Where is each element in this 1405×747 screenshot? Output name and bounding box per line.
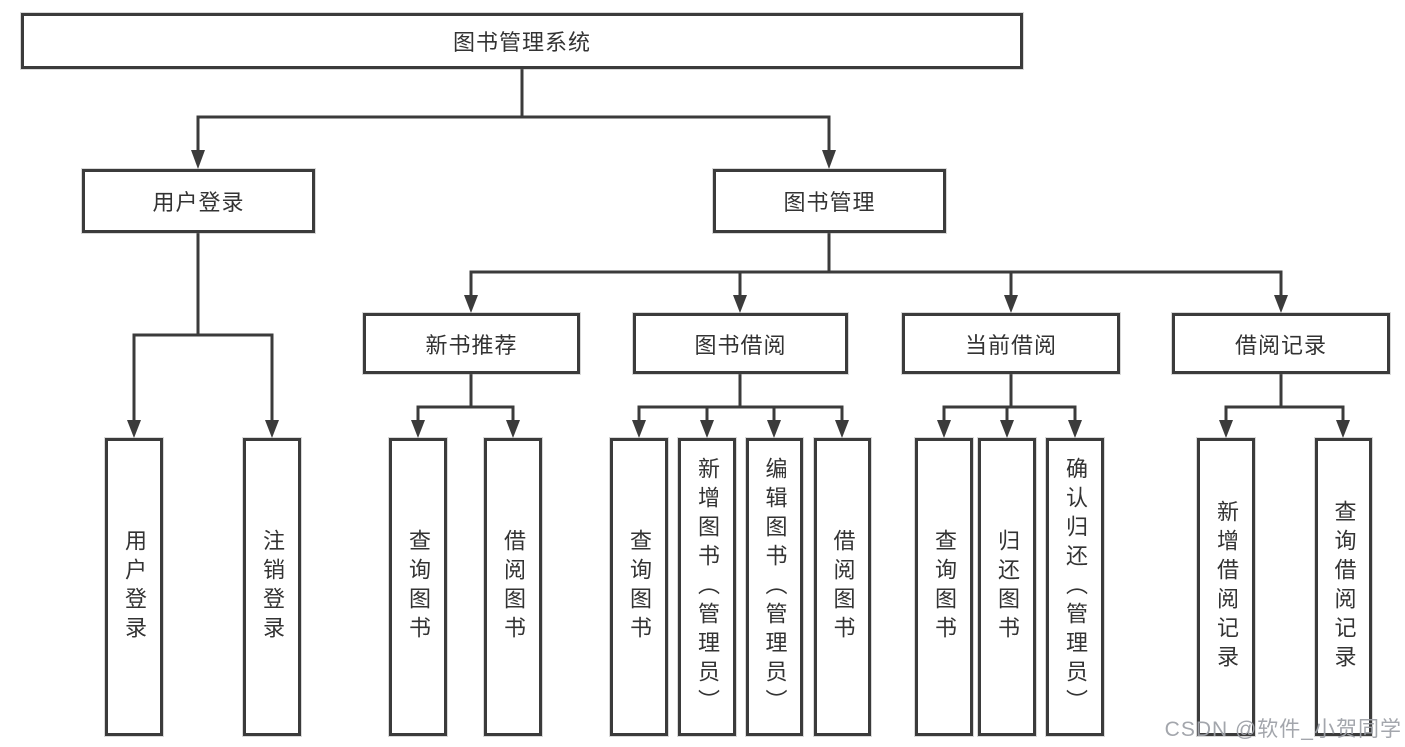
leaf-add-books-admin-label: 新增图书（管理员） bbox=[695, 456, 720, 718]
node-book-borrow-label: 图书借阅 bbox=[694, 332, 787, 358]
leaf-query-books-current: 查询图书 bbox=[915, 438, 973, 736]
leaf-add-borrow-record: 新增借阅记录 bbox=[1197, 438, 1255, 736]
leaf-user-login-label: 用户登录 bbox=[122, 529, 147, 645]
node-current-borrow-label: 当前借阅 bbox=[964, 332, 1057, 358]
node-new-book-recommend: 新书推荐 bbox=[363, 313, 580, 374]
leaf-edit-books-admin-label: 编辑图书（管理员） bbox=[762, 456, 788, 718]
leaf-return-books-label: 归还图书 bbox=[995, 529, 1020, 645]
arrowheads bbox=[127, 150, 1350, 438]
leaf-return-books: 归还图书 bbox=[978, 438, 1036, 736]
node-new-book-recommend-label: 新书推荐 bbox=[425, 332, 518, 358]
leaf-confirm-return-admin: 确认归还（管理员） bbox=[1046, 438, 1104, 736]
leaf-query-borrow-record-label: 查询借阅记录 bbox=[1331, 500, 1357, 674]
leaf-edit-books-admin: 编辑图书（管理员） bbox=[746, 438, 803, 736]
node-user-login-group: 用户登录 bbox=[82, 169, 315, 233]
csdn-watermark: CSDN @软件_小贺同学 bbox=[1164, 718, 1402, 741]
leaf-query-borrow-record: 查询借阅记录 bbox=[1315, 438, 1372, 736]
node-book-management-label: 图书管理 bbox=[783, 190, 876, 215]
node-current-borrow: 当前借阅 bbox=[902, 313, 1120, 374]
leaf-add-borrow-record-label: 新增借阅记录 bbox=[1214, 500, 1239, 674]
leaf-query-books-borrow: 查询图书 bbox=[610, 438, 668, 736]
leaf-add-books-admin: 新增图书（管理员） bbox=[678, 438, 736, 736]
node-book-borrow: 图书借阅 bbox=[633, 313, 848, 374]
leaf-borrow-books-recommend-label: 借阅图书 bbox=[501, 529, 526, 645]
node-user-login-group-label: 用户登录 bbox=[152, 190, 245, 215]
leaf-logout-label: 注销登录 bbox=[260, 529, 285, 645]
leaf-user-login: 用户登录 bbox=[105, 438, 163, 736]
leaf-borrow-books-recommend: 借阅图书 bbox=[484, 438, 542, 736]
leaf-query-books-recommend-label: 查询图书 bbox=[406, 529, 431, 645]
node-system-root-label: 图书管理系统 bbox=[452, 30, 591, 55]
node-book-management: 图书管理 bbox=[713, 169, 946, 233]
leaf-confirm-return-admin-label: 确认归还（管理员） bbox=[1063, 456, 1088, 718]
leaf-query-books-recommend: 查询图书 bbox=[389, 438, 447, 736]
leaf-query-books-borrow-label: 查询图书 bbox=[627, 529, 652, 645]
leaf-borrow-books: 借阅图书 bbox=[814, 438, 871, 736]
node-borrow-records-label: 借阅记录 bbox=[1234, 332, 1327, 358]
node-borrow-records: 借阅记录 bbox=[1172, 313, 1390, 374]
leaf-query-books-current-label: 查询图书 bbox=[932, 529, 957, 645]
leaf-logout: 注销登录 bbox=[243, 438, 301, 736]
node-system-root: 图书管理系统 bbox=[21, 13, 1023, 69]
leaf-borrow-books-label: 借阅图书 bbox=[830, 529, 856, 645]
